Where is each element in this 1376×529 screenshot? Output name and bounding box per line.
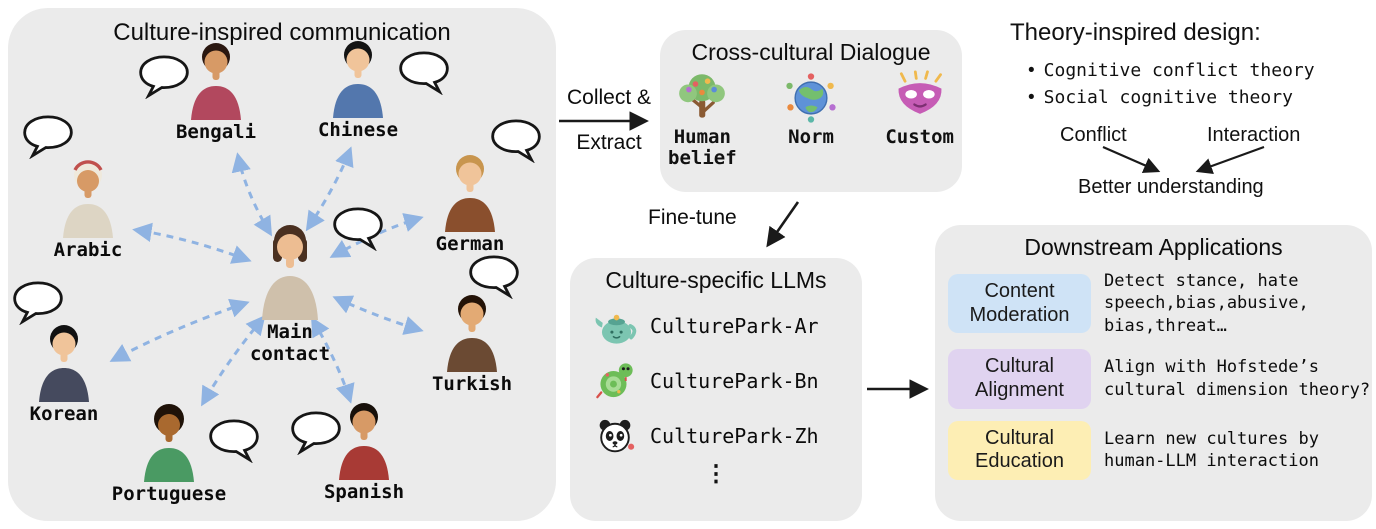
person-label: Chinese <box>317 119 399 141</box>
model-name: CulturePark-Zh <box>650 424 819 448</box>
turkish-avatar-icon <box>447 295 497 372</box>
more-models-ellipsis: ⋮ <box>704 461 728 487</box>
person-german: German <box>424 150 516 255</box>
speech-bubble-icon <box>13 281 63 325</box>
communication-network-arrows <box>109 146 424 407</box>
person-main-contact: Main contact <box>234 220 346 366</box>
person-portuguese: Portuguese <box>108 400 230 505</box>
model-name: CulturePark-Bn <box>650 369 819 393</box>
theory-bullet-item: • Social cognitive theory <box>1028 84 1315 111</box>
person-korean: Korean <box>18 320 110 425</box>
snake-icon <box>596 363 633 399</box>
person-label: Spanish <box>323 481 405 503</box>
content-moderation-desc: Detect stance, hate speech,bias,abusive,… <box>1104 271 1309 336</box>
theory-title: Theory-inspired design: <box>1010 19 1261 46</box>
apps-box-title: Downstream Applications <box>1024 234 1283 260</box>
person-spanish: Spanish <box>318 398 410 503</box>
panda-icon <box>599 419 635 453</box>
cultural-alignment-desc: Align with Hofstede’s cultural dimension… <box>1104 357 1371 400</box>
person-label: German <box>435 233 505 255</box>
person-label: Portuguese <box>111 483 227 505</box>
belief-tree-icon <box>679 74 726 118</box>
theory-bullet-list: • Cognitive conflict theory • Social cog… <box>1028 57 1315 111</box>
person-arabic: Arabic <box>42 156 134 261</box>
person-bengali: Bengali <box>170 38 262 143</box>
dialogue-box-title: Cross-cultural Dialogue <box>691 39 931 65</box>
speech-bubble-icon <box>23 115 73 159</box>
main-contact-label: Main contact <box>249 321 331 366</box>
llm-box-title: Culture-specific LLMs <box>605 267 827 293</box>
arrow-main-portuguese <box>201 314 266 407</box>
speech-bubble-icon <box>399 51 449 95</box>
chinese-avatar-icon <box>333 41 383 118</box>
theory-bullet-text: Cognitive conflict theory <box>1043 60 1315 81</box>
model-row-chinese: CulturePark-Zh <box>592 413 862 459</box>
norm-item: Norm <box>769 70 854 148</box>
model-name: CulturePark-Ar <box>650 314 819 338</box>
downstream-applications-box: Downstream Applications Content Moderati… <box>935 225 1372 521</box>
speech-bubble-icon <box>491 119 541 163</box>
arrow-main-turkish <box>332 295 424 335</box>
cultural-alignment-chip: Cultural Alignment <box>948 349 1091 409</box>
arrow-main-arabic <box>132 222 252 264</box>
bengali-avatar-icon <box>191 43 241 120</box>
arrow-main-chinese <box>305 146 354 232</box>
custom-item: Custom <box>877 70 962 148</box>
person-label: Arabic <box>53 239 123 261</box>
german-avatar-icon <box>445 155 495 232</box>
content-moderation-row: Content Moderation Detect stance, hate s… <box>948 270 1372 337</box>
speech-bubble-icon <box>469 255 519 299</box>
arrow-main-spanish <box>311 316 355 404</box>
speech-bubble-icon <box>139 55 189 99</box>
portuguese-avatar-icon <box>144 404 194 482</box>
cultural-education-row: Cultural Education Learn new cultures by… <box>948 420 1372 480</box>
theory-bullet-item: • Cognitive conflict theory <box>1028 57 1315 84</box>
main-contact-avatar-icon <box>262 225 318 320</box>
better-understanding-label: Better understanding <box>1078 176 1264 198</box>
cultural-alignment-row: Cultural Alignment Align with Hofstede’s… <box>948 349 1372 409</box>
arabic-avatar-icon <box>63 160 113 238</box>
korean-avatar-icon <box>39 325 89 402</box>
model-row-arabic: CulturePark-Ar <box>592 303 862 349</box>
custom-label: Custom <box>885 126 954 148</box>
extract-label: Extract <box>576 131 642 154</box>
arrow-main-bengali <box>231 152 273 237</box>
norm-globe-icon <box>786 73 836 123</box>
cross-cultural-dialogue-box: Cross-cultural Dialogue Human belief Nor… <box>660 30 962 192</box>
finetune-label: Fine-tune <box>648 206 737 229</box>
theory-bullet-text: Social cognitive theory <box>1043 87 1293 108</box>
model-row-bengali: CulturePark-Bn <box>592 358 862 404</box>
collect-label: Collect & <box>566 86 652 109</box>
culture-communication-panel: Culture-inspired communication Beng <box>8 8 556 521</box>
speech-bubble-icon <box>209 419 259 463</box>
conflict-label: Conflict <box>1060 124 1127 146</box>
speech-bubble-icon <box>291 411 341 455</box>
conflict-to-understanding-arrow <box>1102 145 1161 173</box>
arrow-main-korean <box>109 298 250 362</box>
interaction-label: Interaction <box>1207 124 1301 146</box>
left-panel-title: Culture-inspired communication <box>113 19 451 46</box>
dialogue-items: Human belief Norm Custom <box>660 70 962 170</box>
interaction-to-understanding-arrow <box>1195 145 1265 174</box>
culture-specific-llms-box: Culture-specific LLMs CulturePark-Ar Cul… <box>570 258 862 521</box>
bullet-icon: • <box>1028 59 1035 81</box>
cultural-education-desc: Learn new cultures by human-LLM interact… <box>1104 428 1319 472</box>
human-belief-label: Human belief <box>668 126 737 170</box>
human-belief-item: Human belief <box>660 70 745 170</box>
content-moderation-chip: Content Moderation <box>948 274 1091 334</box>
person-chinese: Chinese <box>312 36 404 141</box>
application-rows: Content Moderation Detect stance, hate s… <box>935 261 1372 480</box>
finetune-arrow <box>766 201 800 248</box>
custom-mask-icon <box>898 70 942 114</box>
person-label: Turkish <box>431 373 513 395</box>
norm-label: Norm <box>788 126 834 148</box>
person-label: Korean <box>29 403 99 425</box>
spanish-avatar-icon <box>339 403 389 480</box>
person-label: Bengali <box>175 121 257 143</box>
teapot-icon <box>595 314 637 344</box>
person-turkish: Turkish <box>426 290 518 395</box>
cultural-education-chip: Cultural Education <box>948 420 1091 480</box>
bullet-icon: • <box>1028 86 1035 108</box>
speech-bubble-icon <box>333 207 383 251</box>
